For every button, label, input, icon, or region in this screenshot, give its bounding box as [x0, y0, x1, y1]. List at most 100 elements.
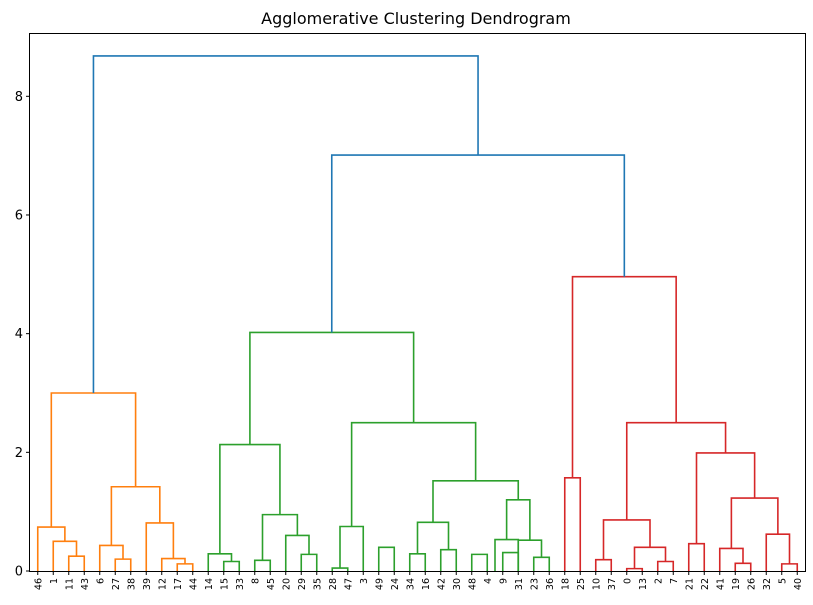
dendrogram-link-37 [633, 546, 667, 569]
dendrogram-link-16 [219, 443, 281, 554]
leaf-label: 20 [281, 578, 292, 590]
dendrogram-link-33 [563, 477, 582, 571]
dendrogram-link-23 [470, 553, 489, 571]
leaf-label: 46 [33, 578, 44, 590]
dendrogram-link-4 [98, 544, 124, 571]
dendrogram-link-38 [602, 519, 651, 560]
dendrogram-link-39 [687, 542, 706, 571]
leaf-label: 37 [607, 578, 618, 590]
leaf-label: 10 [591, 578, 602, 590]
dendrogram-link-25 [494, 538, 520, 571]
dendrogram-link-5 [176, 563, 194, 571]
leaf-label: 3 [359, 578, 370, 584]
leaf-label: 48 [467, 578, 478, 590]
dendrogram-link-13 [300, 553, 318, 571]
dendrogram-link-9 [50, 392, 137, 528]
dendrogram-link-48 [330, 154, 626, 333]
dendrogram-link-34 [594, 558, 613, 571]
dendrogram-link-42 [780, 563, 799, 571]
leaf-label: 12 [157, 578, 168, 590]
dendrogram-link-35 [625, 567, 644, 571]
leaf-label: 18 [560, 578, 571, 590]
plot-frame [29, 33, 806, 572]
leaf-label: 29 [297, 578, 308, 590]
leaf-label: 14 [204, 578, 215, 590]
dendrogram-link-30 [432, 480, 520, 523]
dendrogram-link-24 [501, 551, 520, 571]
leaf-label: 47 [343, 578, 354, 590]
leaf-label: 17 [173, 578, 184, 590]
leaf-label: 4 [483, 578, 494, 584]
leaf-label: 27 [111, 578, 122, 590]
leaf-label: 38 [126, 578, 137, 590]
dendrogram-link-2 [36, 526, 66, 571]
dendrogram-link-36 [656, 560, 675, 571]
leaf-label: 32 [762, 578, 773, 590]
leaf-label: 9 [498, 578, 509, 584]
dendrogram-link-7 [145, 522, 175, 571]
dendrogram-link-21 [439, 548, 458, 571]
leaf-label: 15 [219, 578, 230, 590]
chart-title: Agglomerative Clustering Dendrogram [261, 9, 571, 28]
leaf-label: 49 [374, 578, 385, 590]
leaf-label: 43 [80, 578, 91, 590]
dendrogram-link-3 [114, 558, 132, 571]
leaf-label: 30 [452, 578, 463, 590]
dendrogram-link-28 [517, 539, 543, 571]
dendrogram-link-31 [350, 421, 477, 527]
leaf-label: 2 [653, 578, 664, 584]
dendrogram-link-46 [625, 421, 727, 520]
leaf-label: 35 [312, 578, 323, 590]
leaf-label: 33 [235, 578, 246, 590]
y-tick-label: 4 [15, 327, 23, 342]
dendrogram-link-12 [253, 559, 272, 571]
leaf-label: 19 [731, 578, 742, 590]
leaf-label: 1 [49, 578, 60, 584]
leaf-label: 45 [266, 578, 277, 590]
dendrogram-link-10 [222, 560, 241, 571]
leaf-label: 5 [777, 578, 788, 584]
dendrogram-link-29 [505, 498, 531, 541]
dendrogram-link-47 [571, 275, 677, 478]
leaf-label: 24 [390, 578, 401, 590]
dendrogram-link-20 [408, 552, 427, 571]
y-tick-label: 8 [15, 90, 23, 105]
y-tick-label: 6 [15, 208, 23, 223]
dendrogram-link-14 [284, 534, 310, 571]
dendrogram-link-0 [67, 555, 86, 571]
y-tick-label: 2 [15, 446, 23, 461]
dendrogram-link-41 [718, 547, 744, 571]
dendrogram-link-44 [730, 497, 779, 549]
leaf-label: 26 [746, 578, 757, 590]
dendrogram-link-40 [734, 562, 752, 571]
leaf-label: 22 [700, 578, 711, 590]
leaf-label: 28 [328, 578, 339, 590]
dendrogram-link-6 [160, 557, 186, 571]
leaf-label: 23 [529, 578, 540, 590]
dendrogram-link-43 [765, 533, 791, 571]
leaf-label: 0 [622, 578, 633, 584]
leaf-label: 7 [669, 578, 680, 584]
dendrogram-link-27 [532, 556, 551, 571]
dendrogram-link-49 [92, 55, 479, 393]
leaf-label: 39 [142, 578, 153, 590]
leaf-label: 6 [95, 578, 106, 584]
leaf-label: 40 [793, 578, 804, 590]
leaf-label: 34 [405, 578, 416, 590]
dendrogram-link-15 [261, 513, 299, 561]
leaf-label: 41 [715, 578, 726, 590]
dendrogram-link-32 [249, 331, 415, 445]
dendrogram-link-11 [207, 552, 233, 571]
leaf-label: 8 [250, 578, 261, 584]
dendrogram-links [36, 55, 799, 571]
dendrogram-link-19 [377, 546, 396, 571]
leaf-label: 11 [64, 578, 75, 590]
leaf-label: 44 [188, 578, 199, 590]
dendrogram-link-18 [339, 525, 365, 571]
leaf-label: 21 [684, 578, 695, 590]
leaf-label: 42 [436, 578, 447, 590]
dendrogram-link-8 [110, 485, 161, 546]
